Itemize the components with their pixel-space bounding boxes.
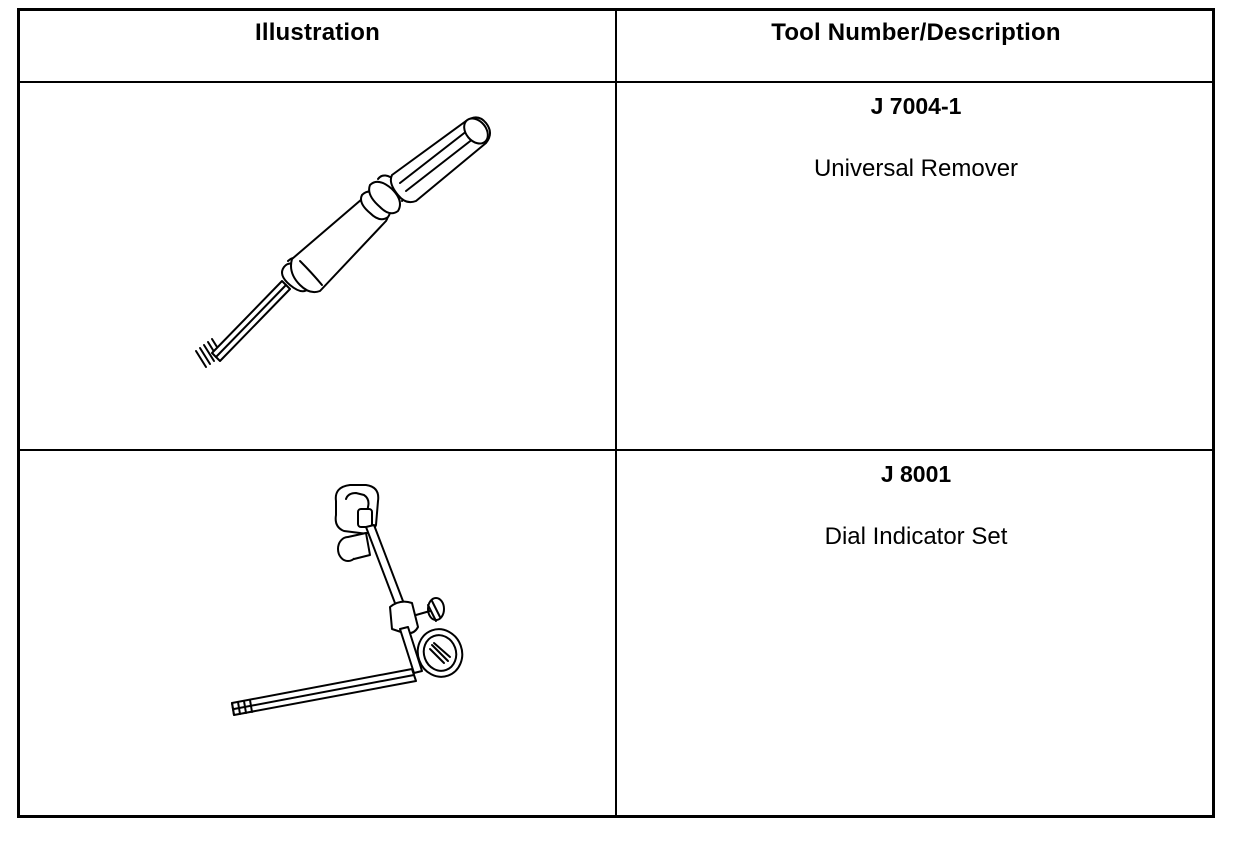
tool-number: J 8001 [880, 461, 952, 487]
illustration-cell [20, 451, 617, 815]
tools-table: Illustration Tool Number/Description [17, 8, 1215, 818]
header-cell-illustration: Illustration [20, 11, 617, 81]
illustration-cell [20, 83, 617, 449]
table-row: J 7004-1 Universal Remover [20, 83, 1212, 451]
tool-number: J 7004-1 [870, 93, 962, 119]
header-illustration-label: Illustration [254, 19, 381, 46]
tool-description: Dial Indicator Set [824, 523, 1008, 550]
slide-hammer-icon [195, 116, 491, 368]
tool-description: Universal Remover [813, 155, 1019, 182]
header-cell-tool: Tool Number/Description [617, 11, 1215, 81]
header-tool-label: Tool Number/Description [771, 19, 1061, 46]
tool-info-cell: J 8001 Dial Indicator Set [617, 451, 1215, 815]
tool-info-cell: J 7004-1 Universal Remover [617, 83, 1215, 449]
table-row: J 8001 Dial Indicator Set [20, 451, 1212, 815]
dial-indicator-icon [231, 484, 464, 716]
table-header-row: Illustration Tool Number/Description [20, 11, 1212, 83]
